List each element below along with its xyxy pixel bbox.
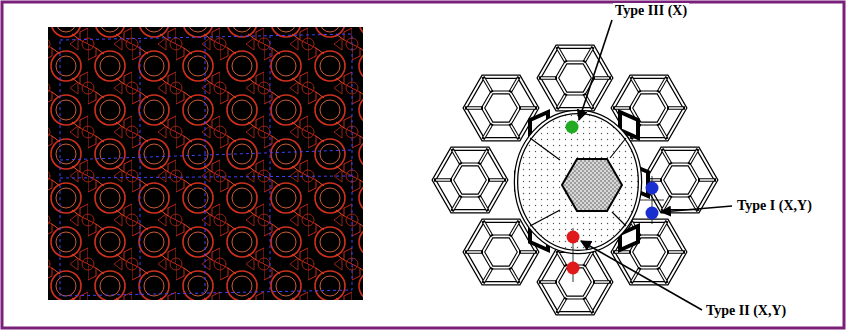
site-label: Type III (X): [613, 3, 689, 19]
site-label: Type I (X,Y): [735, 198, 814, 214]
site-label: Type II (X,Y): [704, 303, 788, 319]
